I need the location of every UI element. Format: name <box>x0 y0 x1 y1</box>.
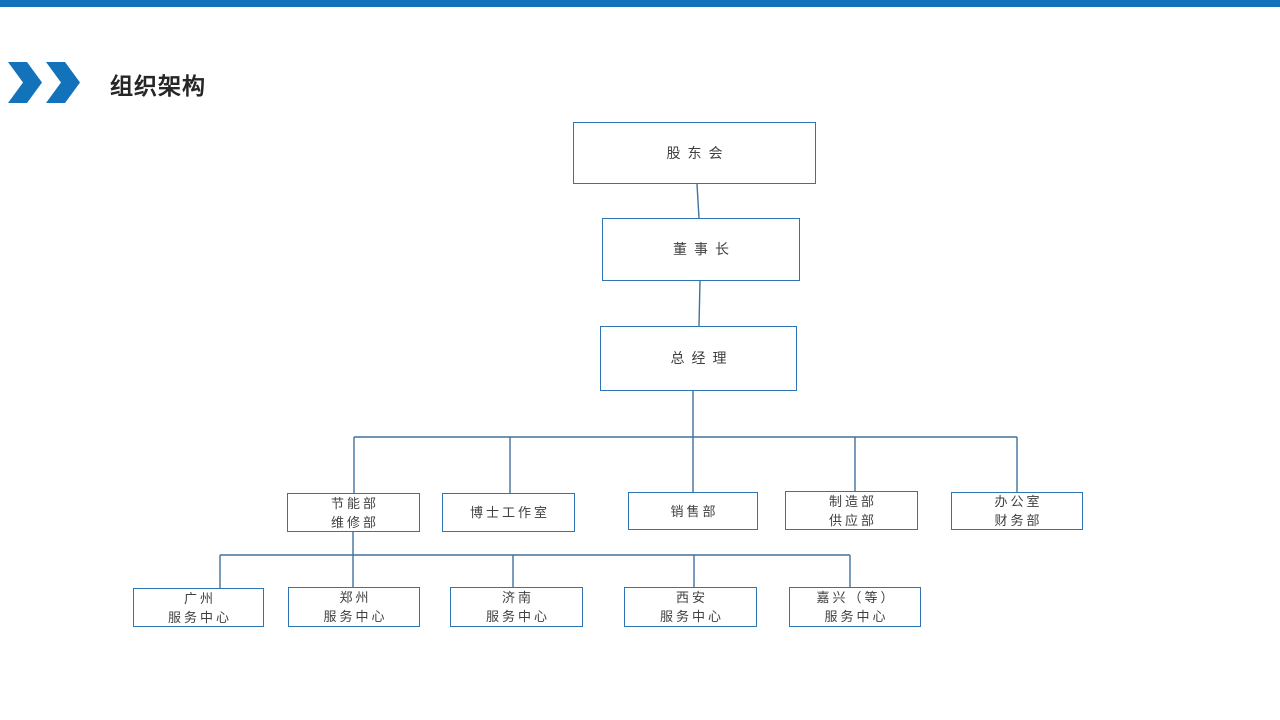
org-node-jinan-center: 济南服务中心 <box>450 587 583 627</box>
org-node-label: 供应部 <box>828 512 877 528</box>
org-node-energy-maintenance: 节能部维修部 <box>287 493 420 532</box>
org-node-label: 节能部 <box>330 495 379 511</box>
org-node-label: 维修部 <box>330 514 379 530</box>
org-node-label: 办公室 <box>994 494 1043 509</box>
org-node-guangzhou-center: 广州服务中心 <box>133 588 264 627</box>
org-node-label: 郑州 <box>339 590 372 605</box>
org-node-label: 财务部 <box>994 513 1043 528</box>
org-node-label: 服务中心 <box>485 609 550 624</box>
org-node-shareholders: 股东会 <box>573 122 816 184</box>
org-node-label: 销售部 <box>670 503 719 519</box>
org-node-label: 服务中心 <box>824 609 889 624</box>
org-node-label: 博士工作室 <box>469 505 550 520</box>
org-node-label: 济南 <box>501 590 534 605</box>
org-node-label: 服务中心 <box>659 609 724 624</box>
top-accent-bar <box>0 0 1280 7</box>
double-chevron-right-icon <box>8 62 80 103</box>
page-title: 组织架构 <box>110 73 206 99</box>
org-node-office-finance: 办公室财务部 <box>951 492 1083 530</box>
org-node-label: 制造部 <box>828 493 877 509</box>
org-node-doctor-studio: 博士工作室 <box>442 493 575 532</box>
header: 组织架构 <box>0 0 1280 110</box>
org-node-manufacturing-supply: 制造部供应部 <box>785 491 918 530</box>
org-node-general-manager: 总经理 <box>600 326 797 391</box>
org-node-sales: 销售部 <box>628 492 758 530</box>
org-node-label: 服务中心 <box>323 609 388 624</box>
org-node-label: 西安 <box>675 590 708 605</box>
org-node-label: 董事长 <box>673 241 736 257</box>
org-node-zhengzhou-center: 郑州服务中心 <box>288 587 420 627</box>
org-node-xian-center: 西安服务中心 <box>624 587 757 627</box>
org-node-label: 股东会 <box>666 144 730 161</box>
org-node-label: 广州 <box>183 590 216 606</box>
org-node-label: 总经理 <box>670 350 734 366</box>
org-node-label: 嘉兴（等） <box>816 590 897 605</box>
org-node-jiaxing-center: 嘉兴（等） 服务中心 <box>789 587 921 627</box>
org-node-chairman: 董事长 <box>602 218 800 281</box>
org-node-label: 服务中心 <box>167 609 232 625</box>
